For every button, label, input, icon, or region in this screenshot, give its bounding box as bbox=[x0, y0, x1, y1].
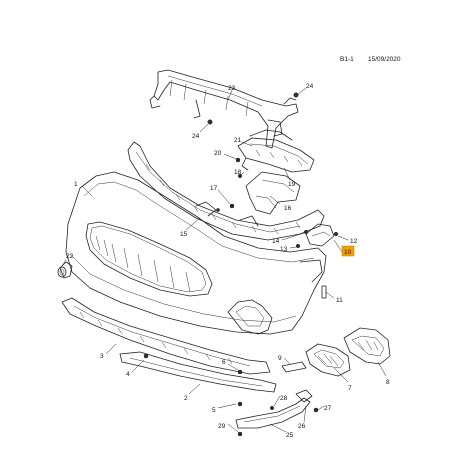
callout-23: 23 bbox=[228, 85, 236, 92]
clip-14 bbox=[303, 229, 309, 235]
callout-21: 21 bbox=[234, 137, 242, 144]
callout-5: 5 bbox=[212, 407, 216, 414]
callout-10: 10 bbox=[344, 249, 352, 256]
part-lower-strip bbox=[119, 351, 277, 393]
part-trim-strip bbox=[281, 361, 307, 373]
part-fog-bezel bbox=[305, 327, 391, 377]
callout-16: 16 bbox=[284, 205, 292, 212]
callout-11: 11 bbox=[336, 297, 343, 304]
callout-29: 29 bbox=[218, 423, 226, 430]
callout-9: 9 bbox=[278, 355, 282, 362]
part-upper-support bbox=[149, 69, 299, 149]
callout-25: 25 bbox=[286, 432, 294, 439]
clip-13 bbox=[295, 243, 301, 249]
clip-24-lower bbox=[207, 119, 213, 125]
part-chrome-strip bbox=[235, 389, 313, 429]
part-tow-cover bbox=[57, 266, 67, 278]
diagram-date: 15/09/2020 bbox=[368, 56, 401, 63]
callout-6: 6 bbox=[222, 359, 226, 366]
clip-17 bbox=[229, 203, 235, 209]
callout-20: 20 bbox=[214, 150, 222, 157]
callout-17: 17 bbox=[210, 185, 218, 192]
clip-5 bbox=[237, 401, 243, 407]
callout-2: 2 bbox=[184, 395, 188, 402]
callout-19: 19 bbox=[288, 181, 296, 188]
clip-carrier bbox=[216, 208, 220, 212]
callout-14: 14 bbox=[272, 238, 280, 245]
diagram-section-code: B1-1 bbox=[340, 56, 354, 63]
callout-26: 26 bbox=[298, 423, 306, 430]
clip-28 bbox=[269, 405, 275, 411]
callout-28: 28 bbox=[280, 395, 288, 402]
clip-4 bbox=[143, 353, 149, 359]
callout-3: 3 bbox=[100, 353, 104, 360]
callout-24-upper: 24 bbox=[306, 83, 314, 90]
part-lower-spoiler bbox=[61, 297, 271, 375]
callout-4: 4 bbox=[126, 371, 130, 378]
clip-29 bbox=[237, 431, 243, 437]
bolt-11 bbox=[321, 285, 327, 299]
callout-labels: 1 2 3 4 5 6 7 8 9 10 11 12 13 14 15 16 1… bbox=[66, 83, 390, 439]
callout-27: 27 bbox=[324, 405, 332, 412]
callout-13: 13 bbox=[280, 246, 288, 253]
callout-15: 15 bbox=[180, 231, 188, 238]
callout-10-highlight bbox=[341, 245, 355, 257]
clip-20 bbox=[235, 157, 241, 163]
callout-22: 22 bbox=[66, 253, 74, 260]
callout-8: 8 bbox=[386, 379, 390, 386]
clip-12 bbox=[333, 231, 339, 237]
callout-24-lower: 24 bbox=[192, 133, 200, 140]
leader-lines bbox=[61, 87, 387, 433]
callout-12: 12 bbox=[350, 238, 358, 245]
part-side-bracket bbox=[237, 129, 315, 173]
part-deflector-bracket bbox=[245, 171, 301, 215]
callout-7: 7 bbox=[348, 385, 352, 392]
clip-6 bbox=[237, 369, 243, 375]
part-slide-bracket bbox=[305, 223, 335, 247]
callout-1: 1 bbox=[74, 181, 78, 188]
callout-18: 18 bbox=[234, 169, 242, 176]
clip-27 bbox=[313, 407, 319, 413]
part-bumper-cover bbox=[59, 171, 327, 335]
part-bumper-carrier bbox=[127, 141, 325, 241]
clip-24-upper bbox=[293, 92, 299, 98]
